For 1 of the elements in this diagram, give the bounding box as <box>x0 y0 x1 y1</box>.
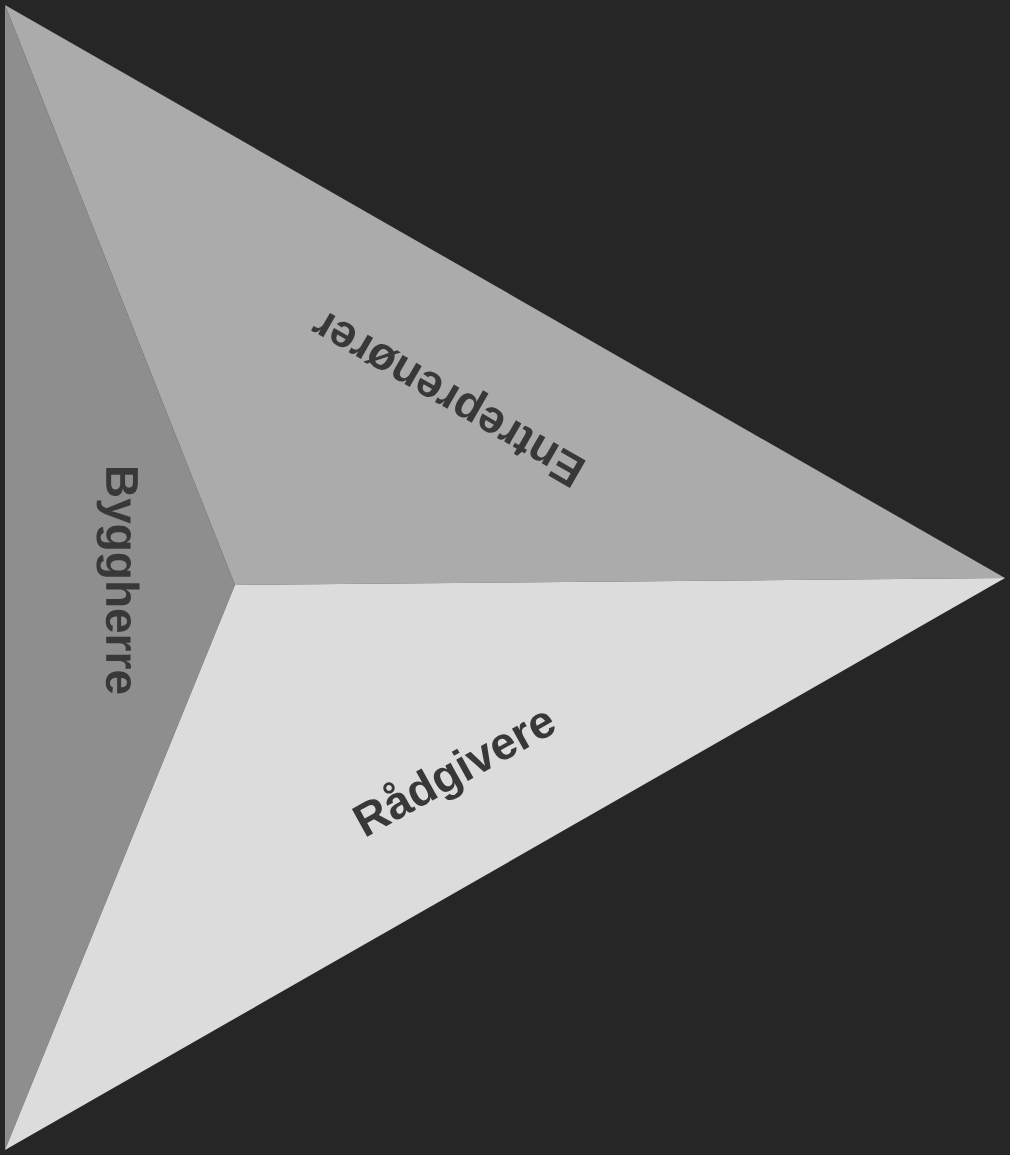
triangle-facet: Byggherre <box>5 5 235 1150</box>
